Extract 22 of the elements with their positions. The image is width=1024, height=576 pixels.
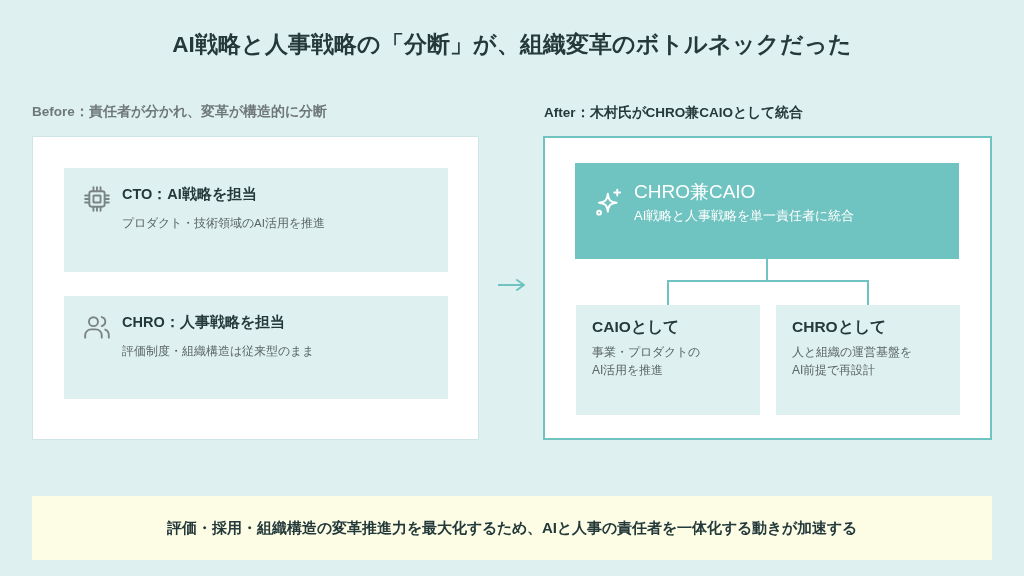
arrow <box>497 279 525 291</box>
summary-text: 評価・採用・組織構造の変革推進力を最大化するため、AIと人事の責任者を一体化する動きが加速する <box>167 518 857 538</box>
diagram-title: AI戦略と人事戦略の「分断」が、組織変革のボトルネックだった <box>171 31 853 59</box>
card-description: プロダクト・技術領域のAI活用を推進 <box>122 216 325 231</box>
summary-banner <box>32 496 992 560</box>
section-heading: Before：責任者が分かれ、変革が構造的に分断 <box>32 103 327 121</box>
role-card <box>776 305 960 415</box>
card-description: 事業・プロダクトのAI活用を推進 <box>592 344 701 379</box>
role-card <box>64 296 448 399</box>
role-card <box>576 305 760 415</box>
card-description: 評価制度・組織構造は従来型のまま <box>122 344 314 359</box>
card-title: CTO：AI戦略を担当 <box>122 185 257 204</box>
card-title: CAIOとして <box>592 317 679 337</box>
connector-line <box>766 258 869 306</box>
role-title: CHRO兼CAIO <box>634 180 756 204</box>
card-title: CHRO：人事戦略を担当 <box>122 313 285 332</box>
card-description: 人と組織の運営基盤をAI前提で再設計 <box>792 344 913 379</box>
section-heading: After：木村氏がCHRO兼CAIOとして統合 <box>544 104 803 122</box>
role-card <box>64 168 448 272</box>
highlight-card <box>575 163 959 259</box>
role-description: AI戦略と人事戦略を単一責任者に統合 <box>634 207 855 225</box>
card-title: CHROとして <box>792 317 886 337</box>
